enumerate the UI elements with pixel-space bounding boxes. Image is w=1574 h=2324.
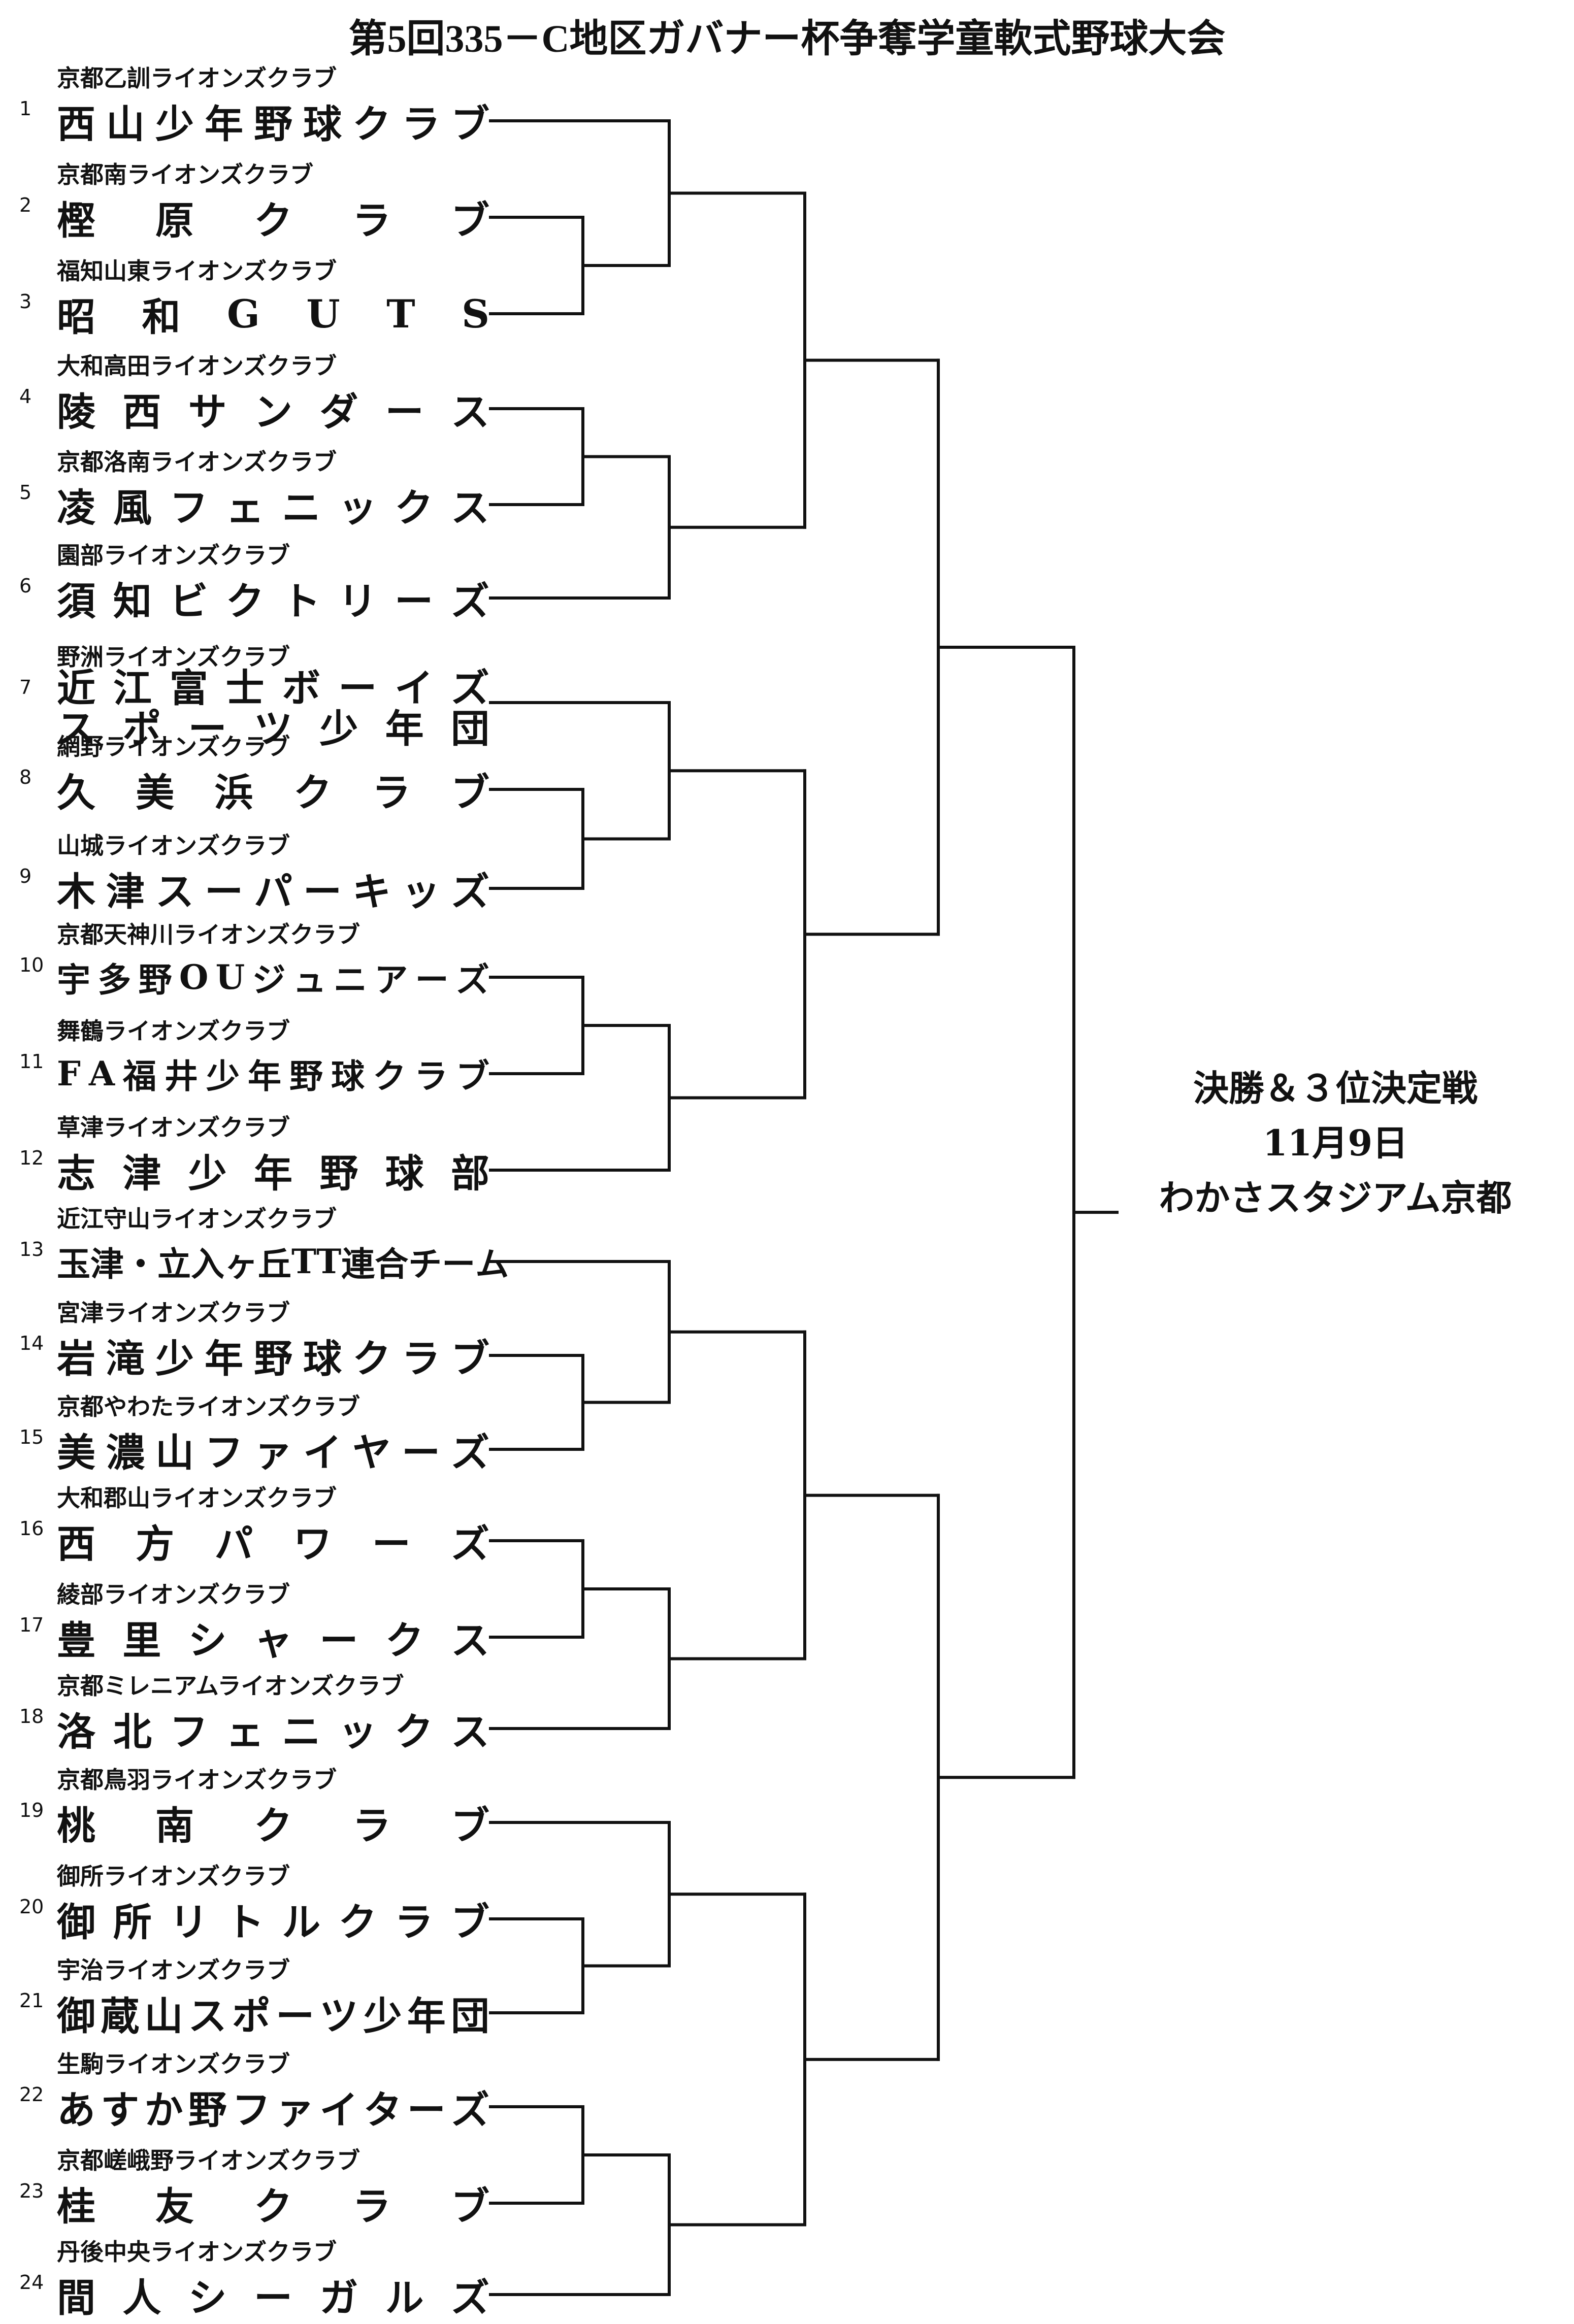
team-number: 1	[19, 97, 32, 120]
team-sponsor: 御所ライオンズクラブ	[57, 1863, 290, 1890]
team-name: 志津少年野球部	[57, 1151, 489, 1196]
team-number: 23	[19, 2180, 44, 2202]
team-sponsor: 宮津ライオンズクラブ	[57, 1299, 290, 1326]
team-name: 美濃山ファイヤーズ	[57, 1430, 489, 1475]
team-name: 久美浜クラブ	[57, 770, 489, 815]
team-sponsor: 京都嵯峨野ライオンズクラブ	[57, 2147, 360, 2174]
team-number: 6	[19, 575, 32, 597]
team-number: 12	[19, 1147, 44, 1169]
team-name: 御所リトルクラブ	[57, 1900, 489, 1945]
team-number: 5	[19, 481, 32, 504]
team-sponsor: 京都ミレニアムライオンズクラブ	[57, 1672, 404, 1700]
team-name: 桂友クラブ	[57, 2184, 489, 2229]
team-sponsor: 園部ライオンズクラブ	[57, 542, 290, 569]
team-name: あすか野ファイターズ	[57, 2087, 489, 2133]
team-name: 凌風フェニックス	[57, 485, 489, 530]
team-number: 18	[19, 1705, 44, 1728]
team-number: 11	[19, 1050, 44, 1073]
team-number: 10	[19, 954, 44, 976]
team-number: 14	[19, 1332, 44, 1354]
team-number: 13	[19, 1238, 44, 1260]
team-number: 4	[19, 385, 32, 408]
team-number: 3	[19, 290, 32, 313]
team-name: 御蔵山スポーツ少年団	[57, 1994, 489, 2039]
team-name: 陵西サンダース	[57, 389, 489, 435]
final-info: 決勝＆３位決定戦 11月9日 わかさスタジアム京都	[1107, 1061, 1564, 1225]
team-sponsor: 京都やわたライオンズクラブ	[57, 1393, 360, 1420]
team-number: 19	[19, 1799, 44, 1821]
team-number: 22	[19, 2083, 44, 2106]
team-sponsor: 京都洛南ライオンズクラブ	[57, 448, 337, 476]
team-sponsor: 野洲ライオンズクラブ	[57, 643, 290, 671]
final-label: 決勝＆３位決定戦	[1193, 1067, 1478, 1109]
team-name: 洛北フェニックス	[57, 1709, 489, 1754]
team-number: 21	[19, 1989, 44, 2012]
team-sponsor: 山城ライオンズクラブ	[57, 832, 290, 859]
team-name: スポーツ少年団	[57, 706, 489, 751]
page-title: 第5回335－C地区ガバナー杯争奪学童軟式野球大会	[348, 18, 1226, 60]
team-number: 15	[19, 1426, 44, 1448]
team-sponsor: 網野ライオンズクラブ	[57, 733, 290, 760]
team-sponsor: 宇治ライオンズクラブ	[57, 1956, 290, 1984]
team-sponsor: 京都天神川ライオンズクラブ	[57, 921, 360, 948]
team-sponsor: 舞鶴ライオンズクラブ	[57, 1017, 290, 1045]
team-name: 間人シーガルズ	[57, 2275, 489, 2320]
team-sponsor: 福知山東ライオンズクラブ	[57, 257, 337, 285]
team-sponsor: 丹後中央ライオンズクラブ	[57, 2238, 337, 2266]
team-name: 西方パワーズ	[57, 1521, 489, 1567]
team-sponsor: 大和高田ライオンズクラブ	[57, 352, 337, 380]
team-number: 9	[19, 865, 32, 887]
team-name: 木津スーパーキッズ	[57, 869, 489, 914]
team-name: 須知ビクトリーズ	[57, 579, 489, 624]
team-number: 8	[19, 766, 32, 788]
team-name: 近江富士ボーイズ	[57, 666, 489, 711]
team-sponsor: 京都南ライオンズクラブ	[57, 161, 314, 188]
team-number: 7	[19, 676, 32, 699]
team-sponsor: 近江守山ライオンズクラブ	[57, 1205, 337, 1233]
team-name: 豊里シャークス	[57, 1618, 489, 1663]
team-sponsor: 綾部ライオンズクラブ	[57, 1581, 290, 1608]
team-sponsor: 京都鳥羽ライオンズクラブ	[57, 1766, 337, 1794]
team-sponsor: 大和郡山ライオンズクラブ	[57, 1484, 337, 1512]
team-number: 2	[19, 194, 32, 216]
team-name: 岩滝少年野球クラブ	[57, 1336, 489, 1381]
team-number: 16	[19, 1517, 44, 1540]
final-venue: わかさスタジアム京都	[1159, 1177, 1512, 1219]
final-date: 11月9日	[1262, 1122, 1408, 1164]
team-name: 西山少年野球クラブ	[57, 102, 489, 147]
team-name: 樫原クラブ	[57, 198, 489, 243]
team-sponsor: 生駒ライオンズクラブ	[57, 2050, 290, 2078]
team-sponsor: 京都乙訓ライオンズクラブ	[57, 64, 337, 92]
team-number: 24	[19, 2271, 44, 2294]
team-number: 17	[19, 1614, 44, 1636]
team-number: 20	[19, 1896, 44, 1918]
team-name: 桃南クラブ	[57, 1803, 489, 1848]
team-sponsor: 草津ライオンズクラブ	[57, 1114, 290, 1141]
